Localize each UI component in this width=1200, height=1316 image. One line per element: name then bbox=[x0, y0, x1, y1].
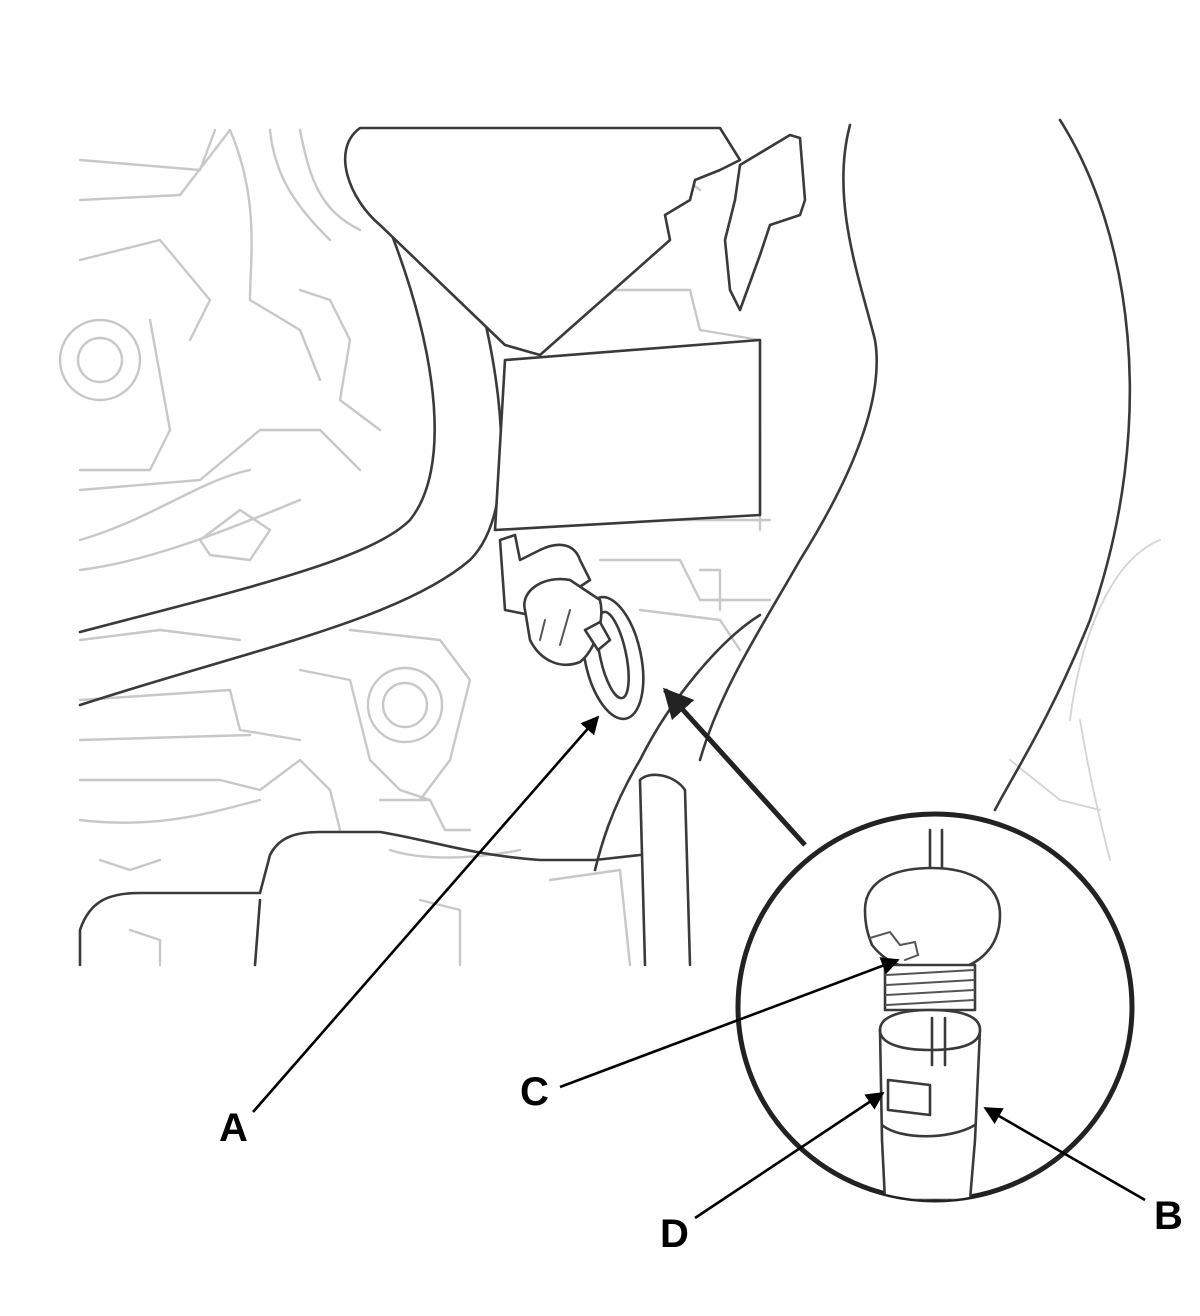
dipstick-collar bbox=[523, 577, 603, 667]
lower-right-panel-inner bbox=[638, 778, 647, 967]
detail-slot bbox=[886, 1078, 932, 1117]
leader-line-b bbox=[983, 1106, 1146, 1202]
dipstick-tab bbox=[583, 620, 612, 652]
central-cylinder bbox=[493, 338, 762, 532]
lower-body-panel bbox=[253, 898, 262, 967]
lower-right-panel bbox=[638, 773, 692, 967]
leader-line-d bbox=[694, 1091, 885, 1220]
detail-callout-arrow bbox=[662, 687, 807, 847]
leader-line-a bbox=[252, 715, 600, 1113]
label-a: A bbox=[219, 1106, 248, 1150]
left-hose-lower-edge bbox=[78, 298, 503, 707]
right-hose-lower-edge bbox=[593, 613, 762, 872]
dipstick-ring-assembly bbox=[498, 533, 645, 721]
upper-housing bbox=[343, 126, 742, 357]
lower-left-body bbox=[78, 830, 642, 967]
label-b: B bbox=[1154, 1194, 1183, 1238]
label-d: D bbox=[660, 1212, 689, 1256]
detail-inset bbox=[735, 811, 1135, 1203]
right-hose-outer-edge bbox=[993, 118, 1132, 812]
detail-cap bbox=[863, 866, 1002, 974]
right-hose-inner-edge bbox=[698, 123, 878, 762]
foreground-parts bbox=[78, 118, 1132, 967]
label-c: C bbox=[520, 1070, 549, 1114]
leader-line-c bbox=[559, 957, 900, 1089]
left-hose-upper-edge bbox=[78, 228, 436, 634]
bracket-tab bbox=[723, 133, 807, 312]
